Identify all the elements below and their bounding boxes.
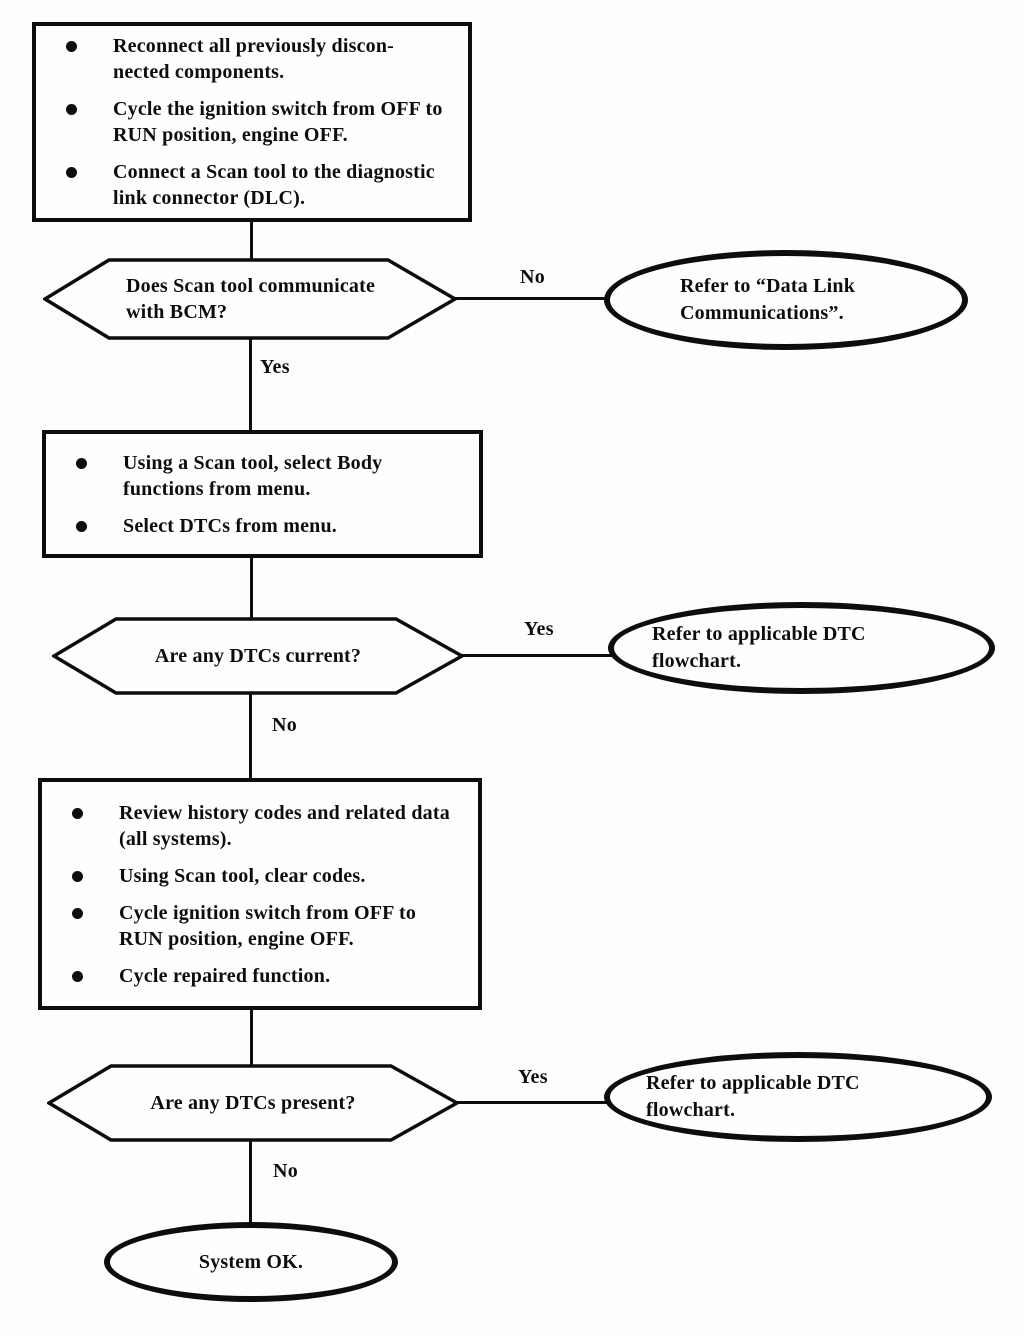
decision-dtcs-current: Are any DTCs current?: [52, 616, 464, 696]
bullet-item: Using a Scan tool, select Body functions…: [46, 450, 473, 502]
bullet-text: Cycle ignition switch from OFF to RUN po…: [119, 901, 417, 950]
bullet-text: Cycle repaired function.: [119, 964, 331, 987]
process-box-reconnect-components: Reconnect all previously discon- nected …: [32, 22, 472, 222]
bullet-text: Connect a Scan tool to the diagnostic li…: [113, 161, 435, 209]
connector-line: [250, 220, 253, 262]
bullet-text: Cycle the ignition switch from OFF to RU…: [113, 98, 443, 146]
edge-label-yes: Yes: [524, 618, 554, 640]
terminal-dtc-flowchart-2: Refer to applicable DTC flowchart.: [604, 1052, 992, 1142]
bullet-text: Using a Scan tool, select Body functions…: [123, 451, 383, 500]
decision-question: Are any DTCs present?: [150, 1092, 356, 1114]
bullet-icon: [76, 520, 87, 532]
process-box-review-history-codes: Review history codes and related data (a…: [38, 778, 482, 1010]
bullet-icon: [72, 870, 83, 882]
edge-label-yes: Yes: [260, 356, 290, 378]
connector-line: [250, 1006, 253, 1066]
bullet-icon: [66, 41, 77, 52]
connector-line: [450, 297, 608, 300]
bullet-item: Select DTCs from menu.: [46, 513, 473, 539]
bullet-item: Reconnect all previously discon- nected …: [36, 33, 462, 85]
terminal-text: Refer to applicable DTC flowchart.: [646, 1072, 860, 1121]
bullet-item: Review history codes and related data (a…: [42, 800, 472, 852]
hexagon-shape: [52, 617, 464, 695]
terminal-text: Refer to applicable DTC flowchart.: [652, 623, 866, 672]
connector-line: [451, 1101, 608, 1104]
terminal-text: Refer to “Data Link Communications”.: [680, 275, 856, 324]
bullet-text: Select DTCs from menu.: [123, 514, 337, 537]
bullet-icon: [76, 457, 87, 469]
bullet-icon: [72, 907, 83, 919]
bullet-icon: [66, 167, 77, 178]
decision-scan-tool-communicates: Does Scan tool communicate with BCM?: [43, 257, 457, 341]
connector-line: [249, 336, 252, 432]
edge-label-yes: Yes: [518, 1066, 548, 1088]
bullet-icon: [72, 807, 83, 819]
bullet-text: Reconnect all previously discon- nected …: [113, 35, 395, 83]
decision-dtcs-present: Are any DTCs present?: [47, 1063, 459, 1143]
terminal-text: System OK.: [198, 1250, 304, 1273]
decision-question: Are any DTCs current?: [154, 645, 362, 667]
connector-line: [249, 1139, 252, 1224]
bullet-text: Using Scan tool, clear codes.: [119, 864, 366, 887]
terminal-system-ok: System OK.: [104, 1222, 398, 1302]
terminal-dtc-flowchart-1: Refer to applicable DTC flowchart.: [608, 602, 995, 694]
connector-line: [456, 654, 612, 657]
terminal-data-link-communications: Refer to “Data Link Communications”.: [604, 250, 968, 350]
bullet-item: Cycle repaired function.: [42, 963, 472, 989]
connector-line: [250, 556, 253, 620]
bullet-item: Cycle the ignition switch from OFF to RU…: [36, 96, 462, 148]
bullet-icon: [72, 970, 83, 982]
process-box-select-body-functions: Using a Scan tool, select Body functions…: [42, 430, 483, 558]
edge-label-no: No: [520, 266, 546, 288]
hexagon-shape: [43, 258, 457, 340]
bullet-item: Cycle ignition switch from OFF to RUN po…: [42, 900, 472, 952]
bullet-item: Connect a Scan tool to the diagnostic li…: [36, 159, 462, 211]
edge-label-no: No: [272, 714, 298, 736]
bullet-icon: [66, 104, 77, 115]
hexagon-shape: [47, 1064, 459, 1142]
bullet-item: Using Scan tool, clear codes.: [42, 863, 472, 889]
edge-label-no: No: [273, 1160, 299, 1182]
connector-line: [249, 692, 252, 780]
bullet-text: Review history codes and related data (a…: [119, 801, 450, 850]
decision-question: Does Scan tool communicate with BCM?: [126, 275, 376, 323]
